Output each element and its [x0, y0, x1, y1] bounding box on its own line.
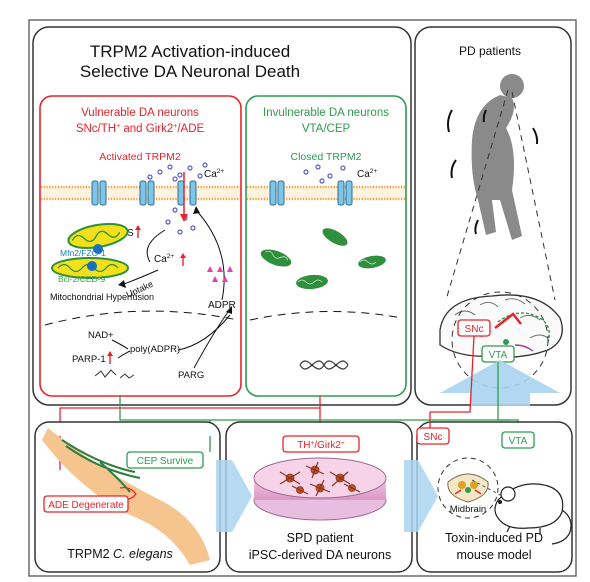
patient-figure-icon [471, 74, 524, 240]
invulnerable-heading1: Invulnerable DA neurons [263, 107, 389, 119]
invulnerable-heading2: VTA/CEP [302, 123, 351, 135]
worm-caption: TRPM2 C. elegans [67, 547, 173, 561]
ipsc-caption1: SPD patient [287, 531, 354, 545]
invulnerable-box [245, 95, 407, 397]
ca-label-left: Ca2+ [204, 168, 224, 180]
outer-frame [28, 19, 577, 577]
tremor-lines-icon [447, 109, 539, 235]
vta-text-patient: VTA [489, 350, 508, 361]
hyperfusion-label: Mitochondrial Hyperfusion [50, 292, 154, 302]
mouse-caption2: mouse model [456, 548, 531, 562]
ca-label-right: Ca2+ [357, 168, 377, 180]
mitochondria-fused-icon [51, 222, 129, 279]
vulnerable-heading1: Vulnerable DA neurons [81, 107, 199, 119]
vulnerable-box [39, 95, 242, 397]
parg-label: PARG [178, 370, 204, 381]
blue-right-arrow-1 [216, 460, 252, 532]
snc-text-patient: SNc [465, 324, 484, 335]
ros-up-icon [135, 225, 141, 230]
blue-right-arrow-2 [404, 460, 438, 532]
ca-in-label: Ca2+ [154, 253, 174, 265]
midbrain-label: Midbrain [450, 504, 486, 515]
brain-icon [439, 294, 563, 358]
parp1-label: PARP-1 [72, 354, 106, 365]
bcl2-label: Bcl-2/CED-9 [58, 274, 106, 284]
intact-dna-icon [299, 360, 349, 370]
closed-channel-icon [269, 180, 353, 206]
ros-arrow [146, 229, 166, 263]
title-line1: TRPM2 Activation-induced [90, 42, 290, 61]
main-panel [32, 26, 412, 406]
th-girk2-label: TH+/Girk2+ [297, 440, 345, 451]
mouse-icon [494, 483, 572, 545]
snc-text-mouse: SNc [424, 432, 443, 443]
vulnerable-heading2: SNc/TH+ and Girk2+/ADE [76, 123, 205, 135]
ipsc-caption2: iPSC-derived DA neurons [249, 548, 391, 562]
cep-label: CEP Survive [137, 456, 194, 467]
th-girk2-tag [282, 435, 360, 453]
zoom-cone [445, 89, 556, 301]
blue-up-arrow [440, 360, 560, 406]
ade-label: ADE Degenerate [48, 500, 124, 511]
midbrain-zoom-circle [437, 457, 499, 519]
vta-text-mouse: VTA [509, 436, 528, 447]
parp-up-icon [107, 351, 113, 356]
adpr-label: ADPR [208, 300, 236, 311]
nuclear-envelope-right [249, 310, 403, 321]
midbrain-section-icon [447, 473, 489, 503]
neurites-icon [279, 461, 361, 497]
poly-adpr-label: poly(ADPR) [130, 344, 180, 355]
pd-patients-label: PD patients [459, 44, 521, 58]
adpr-molecules-icon [207, 266, 233, 282]
brain-zoom-circle [451, 291, 549, 389]
closed-trpm2-label: Closed TRPM2 [291, 151, 362, 163]
adpr-arrow [195, 209, 225, 301]
snc-tag-mouse [416, 427, 450, 445]
ca-up-icon [180, 253, 186, 258]
influx-arrowhead-icon [180, 214, 188, 222]
vta-tag-mouse [501, 431, 535, 449]
worm-neurons-icon [61, 439, 141, 493]
mouse-caption1: Toxin-induced PD [445, 531, 543, 545]
trpm2-channel-icon [91, 180, 197, 206]
nad-label: NAD+ [88, 330, 114, 341]
activated-trpm2-label: Activated TRPM2 [99, 151, 181, 163]
mitochondria-normal-icon [260, 228, 386, 290]
poly-to-adpr-arrow [177, 314, 231, 351]
mfn2-label: Mfn2/FZO-1 [60, 248, 106, 258]
uptake-arrow [123, 269, 159, 285]
cep-tag [126, 451, 204, 469]
fragmented-dna-icon [94, 369, 135, 379]
nuclear-envelope-left [44, 310, 239, 326]
ade-tag [43, 495, 129, 513]
title-line2: Selective DA Neuronal Death [80, 62, 300, 81]
